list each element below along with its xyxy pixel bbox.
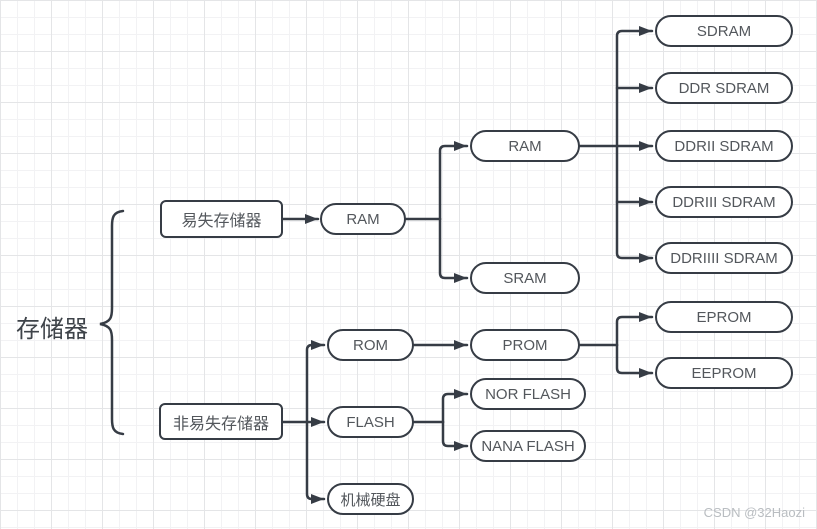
node-flash: FLASH xyxy=(327,406,414,438)
node-prom: PROM xyxy=(470,329,580,361)
node-nonvolatile-memory: 非易失存储器 xyxy=(159,403,283,440)
brace xyxy=(99,209,125,436)
node-mechanical-hdd: 机械硬盘 xyxy=(327,483,414,515)
node-ddr-sdram: DDR SDRAM xyxy=(655,72,793,104)
watermark: CSDN @32Haozi xyxy=(703,505,805,520)
root-label: 存储器 xyxy=(16,316,88,343)
node-ddrii-sdram: DDRII SDRAM xyxy=(655,130,793,162)
node-eeprom: EEPROM xyxy=(655,357,793,389)
node-ddriiii-sdram: DDRIIII SDRAM xyxy=(655,242,793,274)
node-nana-flash: NANA FLASH xyxy=(470,430,586,462)
node-ddriii-sdram: DDRIII SDRAM xyxy=(655,186,793,218)
node-sram: SRAM xyxy=(470,262,580,294)
node-nor-flash: NOR FLASH xyxy=(470,378,586,410)
node-sdram: SDRAM xyxy=(655,15,793,47)
node-ram-level1: RAM xyxy=(320,203,406,235)
node-ram-level2: RAM xyxy=(470,130,580,162)
node-volatile-memory: 易失存储器 xyxy=(160,200,283,238)
node-eprom: EPROM xyxy=(655,301,793,333)
node-rom: ROM xyxy=(327,329,414,361)
